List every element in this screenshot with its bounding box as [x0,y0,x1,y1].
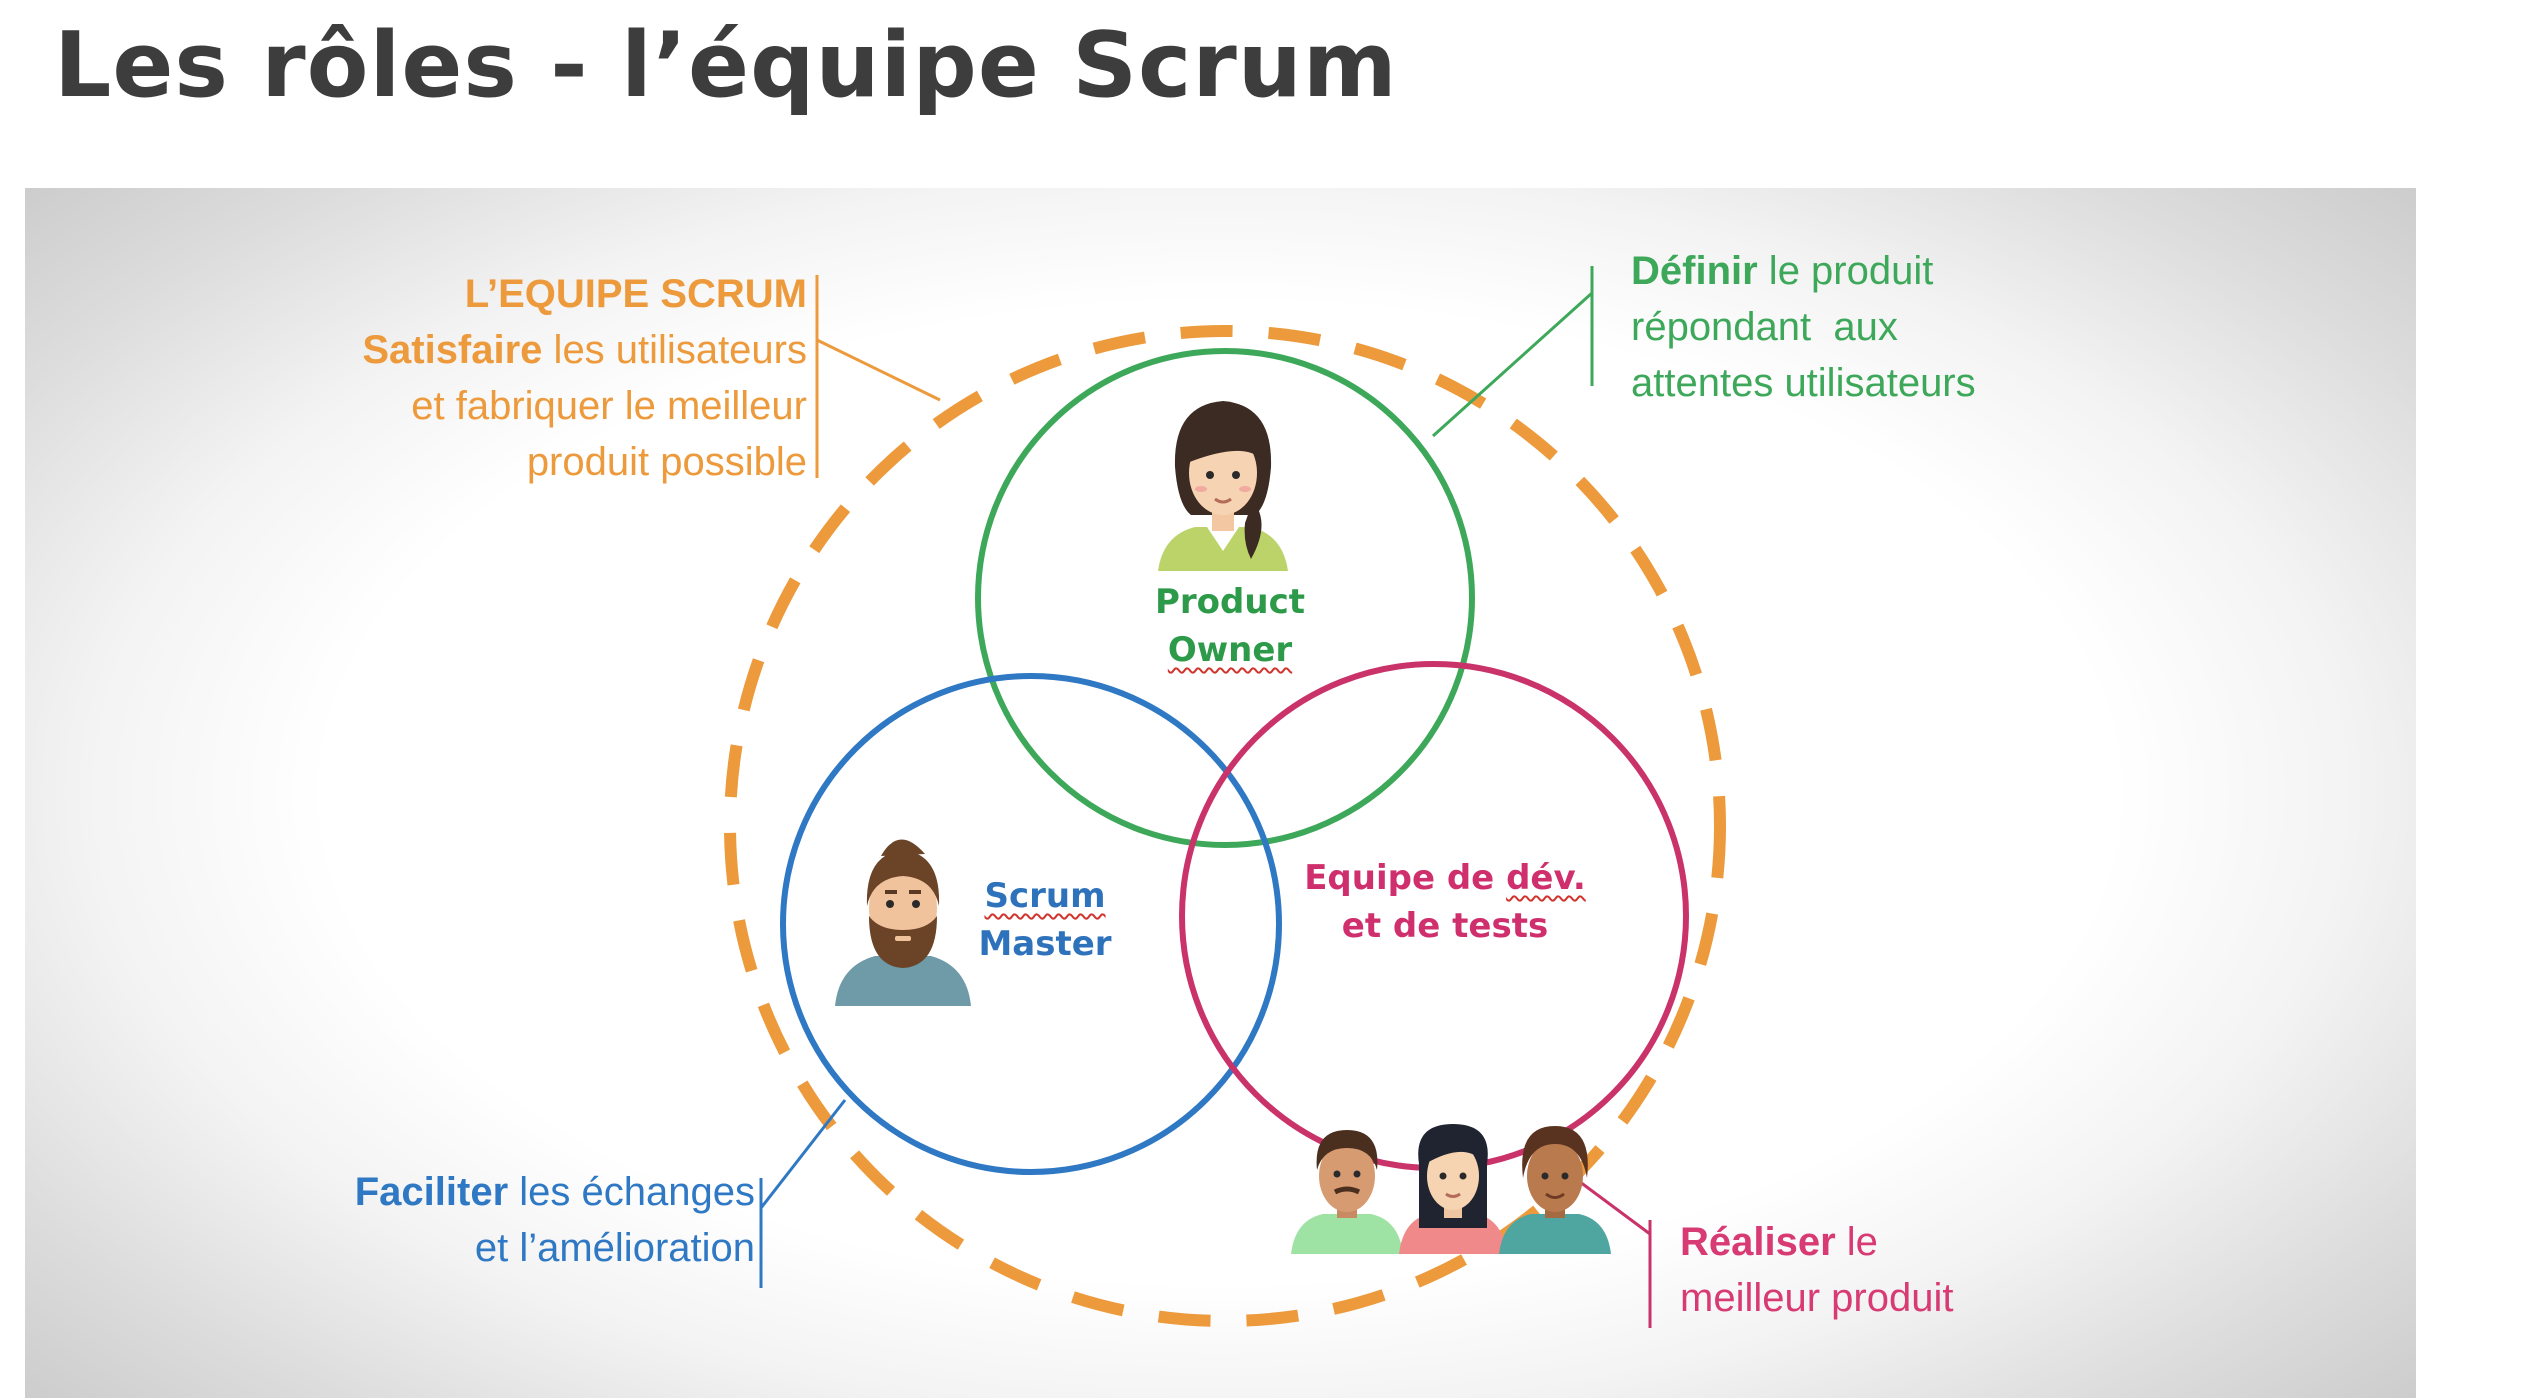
page-title: Les rôles - l’équipe Scrum [54,13,1398,118]
dev-team-note-line1: le [1835,1220,1878,1264]
scrum-master-note-line2: et l’amélioration [474,1226,755,1270]
woman-avatar-icon [1158,401,1288,571]
scrum-master-circle [780,673,1282,1175]
scrum-team-note-verb: Satisfaire [362,328,543,372]
dev-team-role-abbrev: dév. [1506,858,1586,898]
product-owner-note-line2: répondant aux [1631,305,1898,349]
scrum-master-note-verb: Faciliter [354,1170,509,1214]
scrum-master-role-label: Scrum Master [925,872,1165,968]
team-callout-connector [815,275,941,478]
scrum-team-note: L’EQUIPE SCRUM Satisfaire les utilisateu… [265,266,807,490]
scrum-team-dashed-circle [724,325,1726,1327]
product-owner-note-verb: Définir [1631,249,1758,293]
scrum-team-note-line3: produit possible [526,440,807,484]
scrum-team-note-line1: les utilisateurs [542,328,807,372]
diagram-canvas [724,266,1726,1328]
scrum-master-role-line1: Scrum [984,876,1106,916]
dev-team-note-verb: Réaliser [1680,1220,1836,1264]
dev-team-note: Réaliser le meilleur produit [1680,1214,1953,1326]
scrum-team-diagram: L’EQUIPE SCRUM Satisfaire les utilisateu… [25,188,2416,1398]
scrum-master-note: Faciliter les échanges et l’amélioration [315,1164,755,1276]
scrum-master-callout-connector [759,1099,847,1288]
product-owner-circle [975,348,1475,848]
product-owner-note: Définir le produit répondant aux attente… [1631,243,1976,411]
scrum-master-note-line1: les échanges [508,1170,755,1214]
dev-team-role-label: Equipe de dév. et de tests [1265,854,1625,950]
woman-avatar-icon [1399,1124,1507,1254]
man-avatar-icon [1291,1130,1403,1254]
product-owner-role-line2: Owner [1167,630,1293,670]
dev-team-role-line2: et de tests [1341,906,1549,946]
bearded-man-avatar-icon [835,839,971,1006]
scrum-team-note-line2: et fabriquer le meilleur [411,384,807,428]
product-owner-note-line1: le produit [1757,249,1934,293]
dev-team-note-line2: meilleur produit [1680,1276,1954,1320]
scrum-team-heading: L’EQUIPE SCRUM [464,272,807,316]
product-owner-role-line1: Product [1155,582,1305,622]
man-avatar-icon [1499,1126,1611,1254]
product-owner-note-line3: attentes utilisateurs [1631,361,1976,405]
product-owner-callout-connector [1431,266,1594,438]
product-owner-role-label: Product Owner [1080,578,1380,674]
dev-team-role-line1: Equipe de [1304,858,1507,898]
scrum-master-role-line2: Master [978,924,1112,964]
